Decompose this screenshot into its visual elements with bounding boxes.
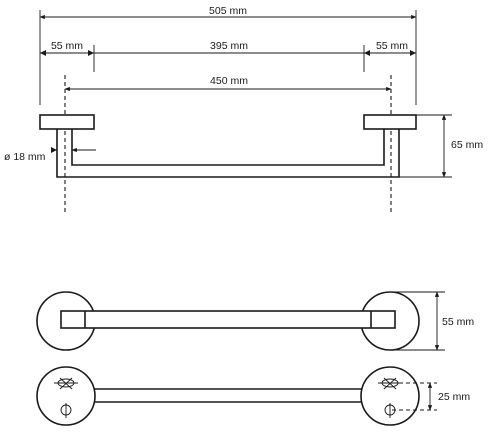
mount-plate-left <box>36 366 96 426</box>
bar-outer-outline <box>56 129 400 178</box>
dimension-overall-width: 505 mm <box>209 5 247 17</box>
dimension-bar-height: 25 mm <box>438 391 470 403</box>
dimension-mount-spacing: 450 mm <box>210 75 248 87</box>
dimension-arrow-diameter <box>51 147 57 153</box>
top-view: 505 mm 55 mm 395 mm 55 mm 450 mm ø 18 mm… <box>4 5 483 215</box>
dimension-plate-height: 55 mm <box>442 316 474 328</box>
dimension-center-span: 395 mm <box>210 40 248 52</box>
dimension-left-offset: 55 mm <box>51 40 83 52</box>
fixing-slot-left <box>57 378 75 388</box>
dimension-projection: 65 mm <box>451 139 483 151</box>
mounting-view: 25 mm <box>36 366 470 426</box>
bar-front <box>60 310 396 329</box>
fixing-slot-right <box>381 378 399 388</box>
dimension-right-offset: 55 mm <box>376 40 408 52</box>
front-view: 55 mm <box>36 291 474 351</box>
wall-plate-right <box>363 114 417 130</box>
mount-plate-right <box>360 366 420 426</box>
dimension-bar-diameter: ø 18 mm <box>4 151 46 163</box>
wall-plate-left <box>39 114 95 130</box>
bar-inner-outline <box>71 129 385 166</box>
